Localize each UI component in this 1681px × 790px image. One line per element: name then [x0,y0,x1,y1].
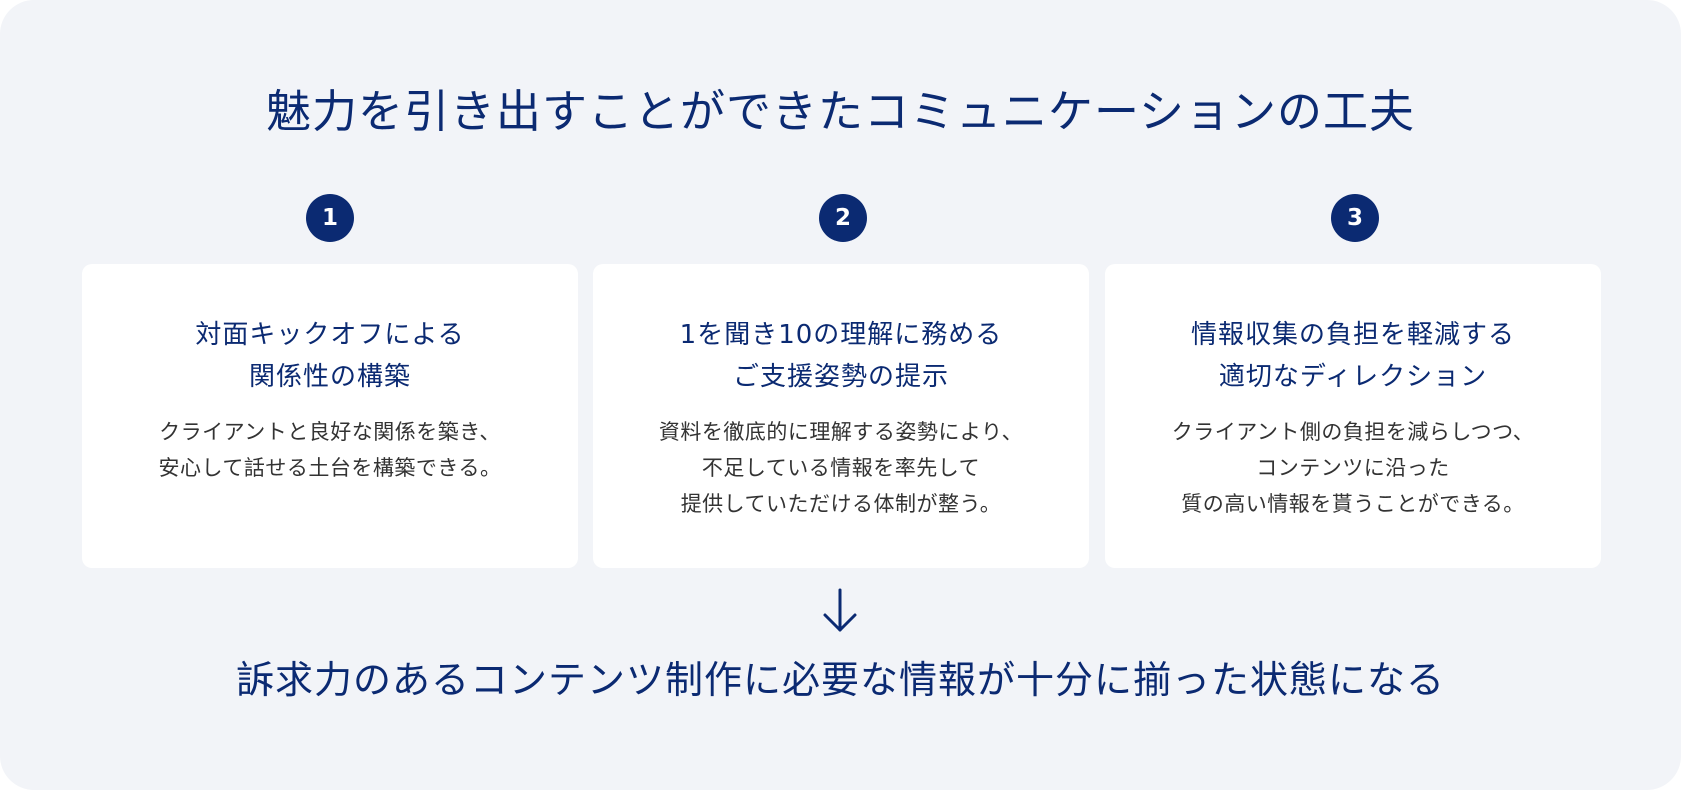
step-3-number-badge: 3 [1331,194,1379,242]
step-3-card: 情報収集の負担を軽減する 適切なディレクション クライアント側の負担を減らしつつ… [1105,264,1601,568]
conclusion-text: 訴求力のあるコンテンツ制作に必要な情報が十分に揃った状態になる [235,658,1445,702]
step-2-heading: 1を聞き10の理解に務める ご支援姿勢の提示 [593,314,1089,398]
step-1-description-line: 安心して話せる土台を構築できる。 [158,456,502,480]
step-1-heading-line: 関係性の構築 [248,362,411,392]
step-3-description: クライアント側の負担を減らしつつ、 コンテンツに沿った 質の高い情報を貰うことが… [1105,414,1601,522]
step-1-heading-line: 対面キックオフによる [195,320,465,350]
step-1-description-line: クライアントと良好な関係を築き、 [159,420,501,444]
step-2-heading-line: 1を聞き10の理解に務める [679,320,1003,350]
step-2-card: 1を聞き10の理解に務める ご支援姿勢の提示 資料を徹底的に理解する姿勢により、… [593,264,1089,568]
step-2-description-line: 不足している情報を率先して [701,456,981,480]
step-2-heading-line: ご支援姿勢の提示 [732,362,949,392]
arrow-down-icon [823,588,857,632]
step-3-heading-line: 情報収集の負担を軽減する [1190,320,1515,350]
step-3-heading: 情報収集の負担を軽減する 適切なディレクション [1105,314,1601,398]
step-3-heading-line: 適切なディレクション [1218,362,1488,392]
step-2-number-badge: 2 [819,194,867,242]
step-3-description-line: クライアント側の負担を減らしつつ、 [1171,420,1535,444]
step-2-description-line: 資料を徹底的に理解する姿勢により、 [658,420,1024,444]
step-3-description-line: 質の高い情報を貰うことができる。 [1181,492,1525,516]
step-2-description: 資料を徹底的に理解する姿勢により、 不足している情報を率先して 提供していただけ… [593,414,1089,522]
step-3-description-line: コンテンツに沿った [1256,456,1450,480]
step-1-heading: 対面キックオフによる 関係性の構築 [82,314,578,398]
step-1-description: クライアントと良好な関係を築き、 安心して話せる土台を構築できる。 [82,414,578,486]
diagram-title: 魅力を引き出すことができたコミュニケーションの工夫 [265,85,1416,138]
step-1-number-badge: 1 [306,194,354,242]
step-1-card: 対面キックオフによる 関係性の構築 クライアントと良好な関係を築き、 安心して話… [82,264,578,568]
step-2-description-line: 提供していただける体制が整う。 [680,492,1002,516]
